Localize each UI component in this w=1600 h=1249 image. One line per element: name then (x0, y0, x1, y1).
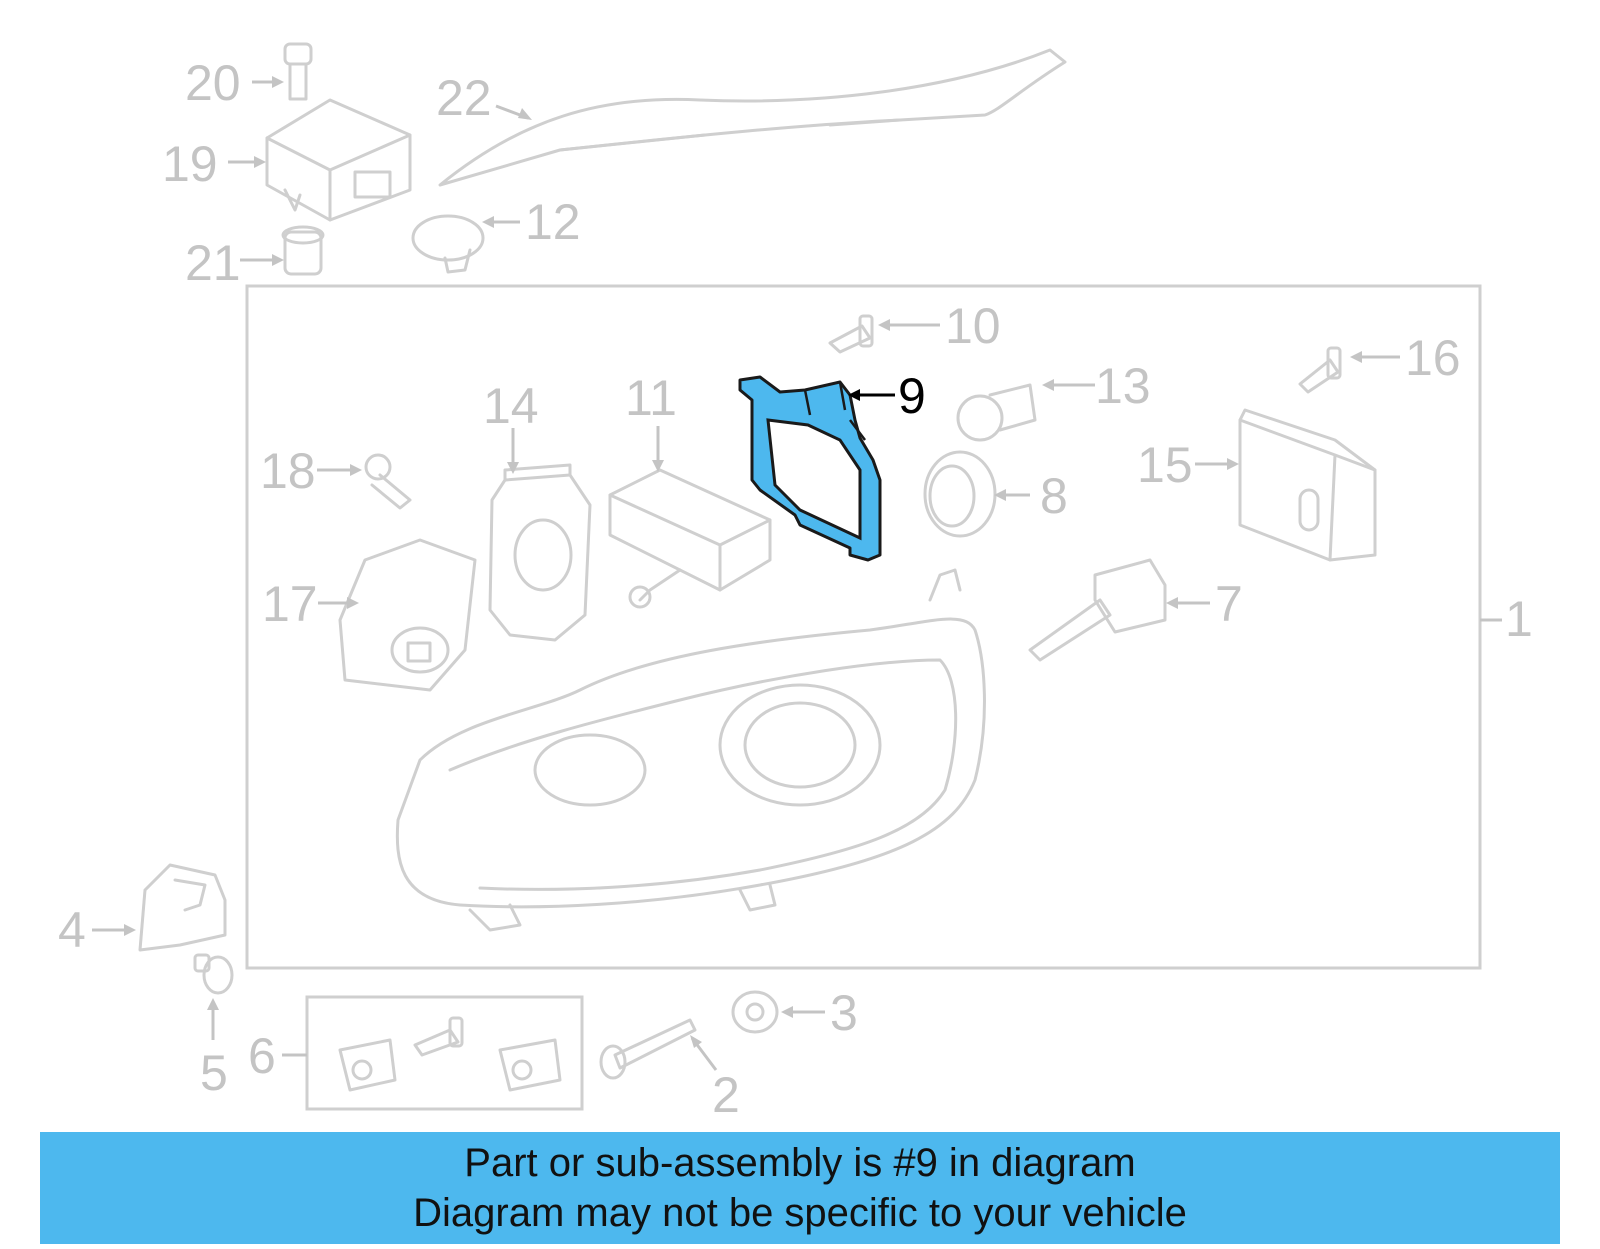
callout-9: 9 (898, 368, 926, 424)
part-3-clip (731, 990, 779, 1034)
part-12-cap (411, 214, 485, 274)
part-8-ring (923, 450, 997, 538)
callout-7: 7 (1215, 576, 1243, 632)
part-5-bolt (193, 953, 234, 995)
part-18-screw (364, 453, 412, 510)
part-9-highlighted (738, 375, 882, 562)
banner-line-1: Part or sub-assembly is #9 in diagram (464, 1141, 1136, 1185)
callout-5: 5 (200, 1045, 228, 1101)
part-16-screw (1298, 346, 1342, 394)
headlight-housing (395, 568, 986, 932)
callout-18: 18 (260, 443, 316, 499)
part-info-banner: Part or sub-assembly is #9 in diagram Di… (40, 1132, 1560, 1244)
banner-line-2: Diagram may not be specific to your vehi… (413, 1191, 1187, 1235)
callout-14: 14 (483, 378, 539, 434)
part-20-bolt (283, 42, 313, 101)
callout-21: 21 (185, 235, 241, 291)
part-15-ballast (1238, 408, 1377, 562)
part-17-unit (338, 538, 477, 692)
part-11-motor (608, 468, 772, 609)
callout-22: 22 (436, 70, 492, 126)
callout-8: 8 (1040, 468, 1068, 524)
part-22-trim (438, 48, 1067, 187)
callout-6: 6 (248, 1028, 276, 1084)
part-6-kit (305, 995, 584, 1111)
callout-4: 4 (58, 902, 86, 958)
leader-lines (92, 76, 1400, 1071)
part-19-module (265, 98, 412, 222)
callout-1: 1 (1505, 591, 1533, 647)
callout-10: 10 (945, 298, 1001, 354)
callout-16: 16 (1405, 330, 1461, 386)
callout-3: 3 (830, 985, 858, 1041)
assembly-frame (245, 284, 1482, 970)
callout-15: 15 (1137, 437, 1193, 493)
callout-20: 20 (185, 55, 241, 111)
part-4-bracket (138, 863, 227, 952)
part-2-bolt (599, 1018, 697, 1080)
part-10-screw (828, 314, 874, 354)
callout-13: 13 (1095, 358, 1151, 414)
callout-12: 12 (525, 194, 581, 250)
callout-11: 11 (625, 370, 677, 426)
callout-2: 2 (712, 1067, 740, 1123)
part-7-bulb (1028, 558, 1167, 662)
part-14-bracket (488, 463, 592, 642)
callout-19: 19 (162, 136, 218, 192)
part-21-clip (281, 225, 325, 276)
part-13-bulb (956, 383, 1037, 442)
callout-17: 17 (262, 576, 318, 632)
